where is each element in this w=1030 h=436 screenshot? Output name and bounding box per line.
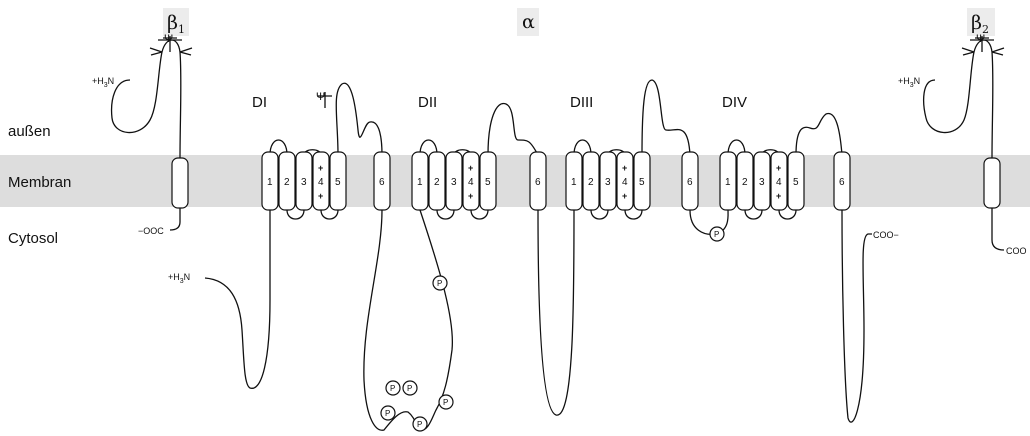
beta2-n-terminus: +H3N bbox=[898, 76, 920, 89]
region-label-membrane: Membran bbox=[8, 174, 71, 191]
domain-label-div: DIV bbox=[722, 94, 747, 111]
div-s4-charge-top: + bbox=[776, 163, 781, 173]
dii-s6-label: 6 bbox=[535, 177, 541, 188]
diii-s1-label: 1 bbox=[571, 177, 577, 188]
phosphate-site-5-label: P bbox=[417, 420, 422, 429]
dii-s2-label: 2 bbox=[434, 177, 440, 188]
diii-s3-label: 3 bbox=[605, 177, 611, 188]
alpha-chain bbox=[205, 80, 872, 430]
membrane-band bbox=[0, 155, 1030, 207]
di-s3-label: 3 bbox=[301, 177, 307, 188]
domain-label-di: DI bbox=[252, 94, 267, 111]
phosphate-site-4-label: P bbox=[407, 384, 412, 393]
domain-label-diii: DIII bbox=[570, 94, 593, 111]
alpha-c-terminus: COO− bbox=[873, 230, 899, 240]
beta2-subunit: Ψ +H3N COO bbox=[898, 33, 1027, 256]
dii-s4-charge-top: + bbox=[468, 163, 473, 173]
dii-s3-label: 3 bbox=[451, 177, 457, 188]
beta2-transmembrane-helix bbox=[984, 158, 1000, 208]
phosphate-site-6-label: P bbox=[443, 398, 448, 407]
beta1-c-terminus: −OOC bbox=[138, 226, 164, 236]
diii-s4-label: 4 bbox=[622, 177, 628, 188]
diii-s5-label: 5 bbox=[639, 177, 645, 188]
beta1-glycosylation-symbol: Ψ bbox=[164, 33, 173, 45]
dii-s4-label: 4 bbox=[468, 177, 474, 188]
phosphate-site-2-label: P bbox=[390, 384, 395, 393]
diii-s4-charge-top: + bbox=[622, 163, 627, 173]
diii-s4-charge-bottom: + bbox=[622, 191, 627, 201]
phosphorylation-sites: P P P P P P P bbox=[381, 227, 724, 431]
di-glycosylation-symbol: Ψ bbox=[316, 91, 325, 103]
beta1-transmembrane-helix bbox=[172, 158, 188, 208]
diii-s2-label: 2 bbox=[588, 177, 594, 188]
div-s6-label: 6 bbox=[839, 177, 845, 188]
alpha-label: α bbox=[522, 11, 535, 33]
diii-s6-label: 6 bbox=[687, 177, 693, 188]
div-s3-label: 3 bbox=[759, 177, 765, 188]
di-s5-label: 5 bbox=[335, 177, 341, 188]
div-s4-charge-bottom: + bbox=[776, 191, 781, 201]
div-s1-label: 1 bbox=[725, 177, 731, 188]
di-s4-charge-top: + bbox=[318, 163, 323, 173]
region-label-cytosol: Cytosol bbox=[8, 230, 58, 247]
div-s5-label: 5 bbox=[793, 177, 799, 188]
div-s2-label: 2 bbox=[742, 177, 748, 188]
domain-label-dii: DII bbox=[418, 94, 437, 111]
dii-s1-label: 1 bbox=[417, 177, 423, 188]
di-s4-label: 4 bbox=[318, 177, 324, 188]
div-s4-label: 4 bbox=[776, 177, 782, 188]
phosphate-site-7-label: P bbox=[714, 230, 719, 239]
dii-s5-label: 5 bbox=[485, 177, 491, 188]
region-label-outside: außen bbox=[8, 123, 51, 140]
phosphate-site-3-label: P bbox=[385, 409, 390, 418]
di-s1-label: 1 bbox=[267, 177, 273, 188]
di-s4-charge-bottom: + bbox=[318, 191, 323, 201]
di-s2-label: 2 bbox=[284, 177, 290, 188]
dii-s4-charge-bottom: + bbox=[468, 191, 473, 201]
phosphate-site-1-label: P bbox=[437, 279, 442, 288]
beta1-n-terminus: +H3N bbox=[92, 76, 114, 89]
beta2-glycosylation-symbol: Ψ bbox=[976, 33, 985, 45]
alpha-n-terminus: +H3N bbox=[168, 272, 190, 285]
beta2-c-terminus: COO bbox=[1006, 246, 1027, 256]
di-s6-label: 6 bbox=[379, 177, 385, 188]
